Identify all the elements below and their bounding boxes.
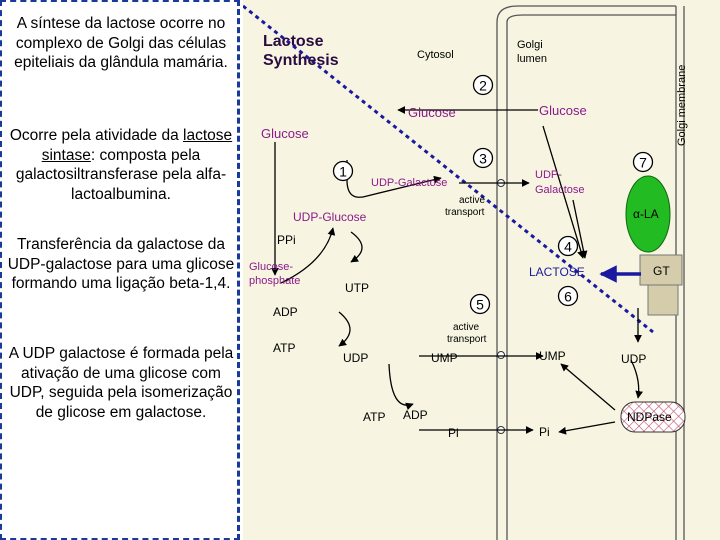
active-transport-1-line2: transport	[445, 207, 485, 218]
p2-post: : composta pela galactosiltransferase pe…	[15, 146, 227, 203]
udp-to-ndpase-arrow	[630, 359, 643, 399]
active-transport-2-line2: transport	[447, 334, 487, 345]
lactose-synthesis-diagram: Lactose Synthesis Cytosol Golgi lumen Go…	[243, 0, 720, 540]
glucose-lumen-label: Glucose	[539, 103, 587, 118]
ndpase-to-ump-arrow	[560, 363, 616, 411]
step-1-circle	[332, 160, 354, 182]
ppi-utp-arrow	[350, 231, 363, 263]
diagram-title-line1: Lactose	[263, 33, 324, 50]
ndpase-label: NDPase	[627, 410, 672, 424]
alpha-lactalbumin-shape	[625, 175, 671, 253]
step-1-number: 1	[339, 164, 347, 180]
udp-galactose-lumen-label-line2: Galactose	[535, 184, 585, 196]
p2-pre: Ocorre pela atividade da	[9, 127, 184, 144]
golgi-lumen-label-line2: lumen	[517, 53, 547, 65]
udp-galactose-lumen-label-line1: UDP-	[535, 169, 562, 181]
atp-left-label: ATP	[273, 341, 295, 355]
adp-bottom-label: ADP	[403, 408, 428, 422]
utp-label: UTP	[345, 281, 369, 295]
lactose-synthase-term: lactose sintase	[41, 127, 233, 164]
adp-left-label: ADP	[273, 305, 298, 319]
glucose-phosphate-label-line1: Glucose-	[249, 261, 293, 273]
glucose-phosphate-to-udp-glucose-arrow	[280, 227, 336, 284]
gt-label: GT	[653, 264, 670, 278]
glucose-phosphate-label-line2: phosphate	[249, 275, 300, 287]
glucose-cytosol-left-label: Glucose	[261, 126, 309, 141]
glucose-to-lactose-arrow	[542, 125, 585, 259]
step-3-circle	[472, 147, 494, 169]
step-4-circle	[557, 235, 579, 257]
udp-galactose-to-lactose-arrow	[572, 199, 588, 259]
step-5-number: 5	[476, 297, 484, 313]
udp-galactose-label: UDP-Galactose	[371, 177, 447, 189]
glucose-cytosol-mid-label: Glucose	[408, 105, 456, 120]
step-4-number: 4	[564, 239, 572, 255]
ump-lumen-label: UMP	[539, 349, 566, 363]
atp-bottom-label: ATP	[363, 410, 385, 424]
udp-lumen-label: UDP	[621, 352, 646, 366]
cytosol-label: Cytosol	[417, 49, 454, 61]
alpha-la-label: α-LA	[633, 207, 659, 221]
gt-enzyme-box	[639, 254, 683, 286]
pi-lumen-label: Pi	[539, 425, 550, 439]
active-transport-2-line1: active	[453, 322, 480, 333]
ppi-label: PPi	[277, 233, 296, 247]
paragraph-galactose-transfer: Transferência da galactose da UDP-galact…	[7, 236, 235, 292]
step-2-circle	[472, 74, 494, 96]
step-2-number: 2	[479, 78, 487, 94]
step-7-circle	[632, 151, 654, 173]
ndpase-shape	[620, 401, 686, 433]
adp-atp-arrow	[338, 311, 351, 347]
ndpase-to-pi-arrow	[558, 421, 616, 435]
udp-cytosol-label: UDP	[343, 351, 368, 365]
step-5-circle	[469, 293, 491, 315]
paragraph-lactose-synthesis-location: A síntese da lactose ocorre no complexo …	[14, 15, 228, 71]
udp-to-ump-cytosol-arrow	[388, 363, 414, 411]
ump-cytosol-label: UMP	[431, 351, 458, 365]
step-7-number: 7	[639, 155, 647, 171]
lactose-label: LACTOSE	[529, 265, 585, 279]
pi-cytosol-label: Pi	[448, 426, 459, 440]
golgi-membrane-bilayer	[496, 5, 685, 540]
diagram-title-line2: Synthesis	[263, 52, 339, 69]
step-6-number: 6	[564, 289, 572, 305]
golgi-lumen-label-line1: Golgi	[517, 39, 543, 51]
transporter-ump	[497, 351, 505, 359]
golgi-membrane-label: Golgi membrane	[676, 65, 688, 146]
step-3-number: 3	[479, 151, 487, 167]
paragraph-udp-galactose-formation: A UDP galactose é formada pela ativação …	[8, 345, 234, 421]
paragraph-lactose-synthase: Ocorre pela atividade da lactose sintase…	[6, 126, 236, 204]
active-transport-1-line1: active	[459, 195, 486, 206]
step-6-circle	[557, 285, 579, 307]
udp-glucose-label: UDP-Glucose	[293, 210, 367, 224]
left-text-panel: A síntese da lactose ocorre no complexo …	[0, 0, 240, 540]
step-markers: 2 1 3 7 4 6 5	[332, 74, 654, 315]
